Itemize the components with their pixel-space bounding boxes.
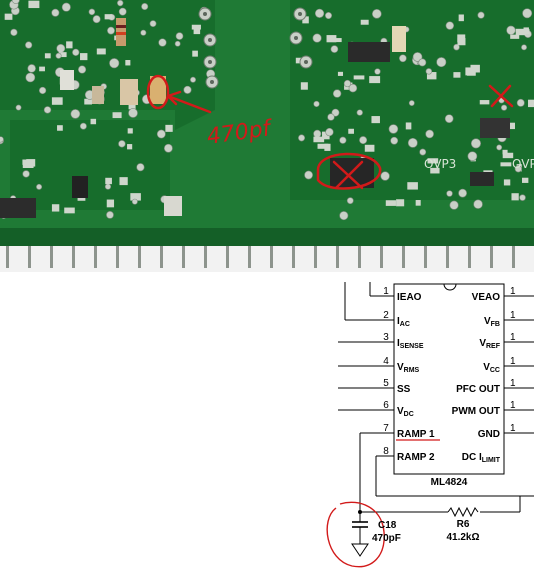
- resistor-symbol: [447, 506, 479, 518]
- left-pin-number: 3: [383, 332, 389, 343]
- right-pin-label: VCC: [483, 362, 500, 374]
- components: [0, 18, 510, 218]
- connector-pins: [6, 246, 515, 268]
- capacitor-470pf: [150, 76, 166, 104]
- smd-capacitor: [120, 79, 138, 105]
- cross-mark-1: [332, 160, 364, 190]
- circle-removed-part: [316, 152, 382, 190]
- circle-capacitor: [146, 74, 170, 110]
- chip-name: ML4824: [431, 477, 468, 488]
- junction-dot: [358, 510, 362, 514]
- ic-notch: [443, 283, 457, 291]
- right-pin-number: 1: [510, 310, 516, 321]
- left-pin-label: VRMS: [397, 362, 420, 374]
- ground-symbol: [351, 543, 369, 557]
- left-pin-label: IAC: [397, 316, 410, 328]
- board-edge: [0, 228, 534, 246]
- right-pin-label: PFC OUT: [456, 384, 500, 395]
- left-pin-number: 4: [383, 356, 389, 367]
- left-pin-number: 7: [383, 423, 389, 434]
- capacitor-value: 470pF: [372, 533, 401, 544]
- right-pin-number: 1: [510, 423, 516, 434]
- ic-small: [72, 176, 88, 198]
- right-pin-number: 1: [510, 332, 516, 343]
- left-pin-number: 2: [383, 310, 389, 321]
- red-circle-capacitor: [326, 501, 385, 568]
- left-pin-label: IEAO: [397, 292, 422, 303]
- right-pin-label: VREF: [479, 338, 500, 350]
- schematic-lines: [338, 282, 534, 557]
- left-pin-number: 1: [383, 286, 389, 297]
- right-pin-label: PWM OUT: [452, 406, 500, 417]
- right-pin-number: 1: [510, 400, 516, 411]
- silkscreen-ovp: OVP: [512, 157, 534, 171]
- ic-chip: [348, 42, 390, 62]
- right-pin-label: VEAO: [472, 292, 501, 303]
- left-pin-label: RAMP 2: [397, 452, 435, 463]
- left-pin-number: 6: [383, 400, 389, 411]
- right-pin-number: 1: [510, 356, 516, 367]
- ic-body: [393, 283, 505, 475]
- silkscreen-ovp3: OVP3: [424, 157, 456, 171]
- right-pin-label: VFB: [484, 316, 500, 328]
- resistor-ref: R6: [457, 519, 470, 530]
- red-annotations: [146, 74, 514, 190]
- left-pin-label: RAMP 1: [397, 429, 435, 440]
- capacitor-ref: C18: [378, 520, 397, 531]
- right-pin-number: 1: [510, 286, 516, 297]
- left-pin-label: SS: [397, 384, 411, 395]
- cross-mark-2: [488, 84, 514, 108]
- resistor-value: 41.2kΩ: [446, 532, 479, 543]
- left-pin-label: ISENSE: [397, 338, 424, 350]
- right-pin-label: GND: [478, 429, 500, 440]
- smd-part: [60, 70, 74, 90]
- left-pin-number: 5: [383, 378, 389, 389]
- arrow-line: [166, 94, 212, 114]
- left-pin-label: VDC: [397, 406, 414, 418]
- left-pin-number: 8: [383, 446, 389, 457]
- right-pin-number: 1: [510, 378, 516, 389]
- pcb-photo: OVP3 OVP 470pf: [0, 0, 534, 272]
- right-pin-label: DC ILIMIT: [462, 452, 501, 464]
